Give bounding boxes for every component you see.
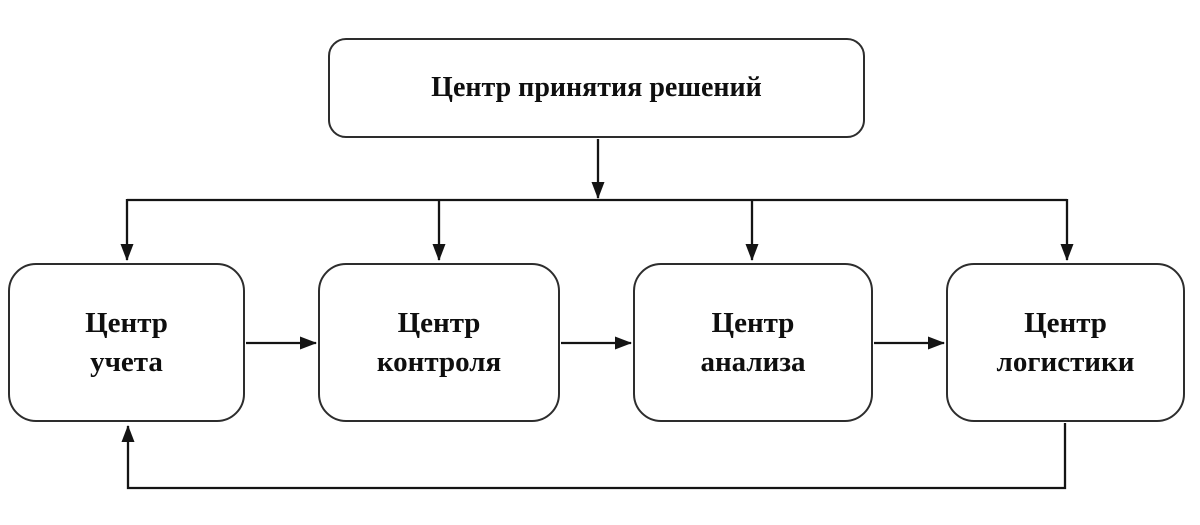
node-label: Центр контроля [376, 307, 502, 378]
connector-feedback-logistics-to-accounting [121, 423, 1067, 490]
node-label: Центр логистики [996, 307, 1135, 378]
node-control-center: Центр контроля [318, 263, 560, 422]
node-logistics-center: Центр логистики [946, 263, 1185, 422]
node-label: Центр учета [85, 307, 168, 378]
node-analysis-center: Центр анализа [633, 263, 873, 422]
node-accounting-center: Центр учета [8, 263, 245, 422]
node-label: Центр анализа [700, 307, 806, 378]
node-decision-center: Центр принятия решений [328, 38, 865, 138]
node-label: Центр принятия решений [431, 72, 762, 103]
